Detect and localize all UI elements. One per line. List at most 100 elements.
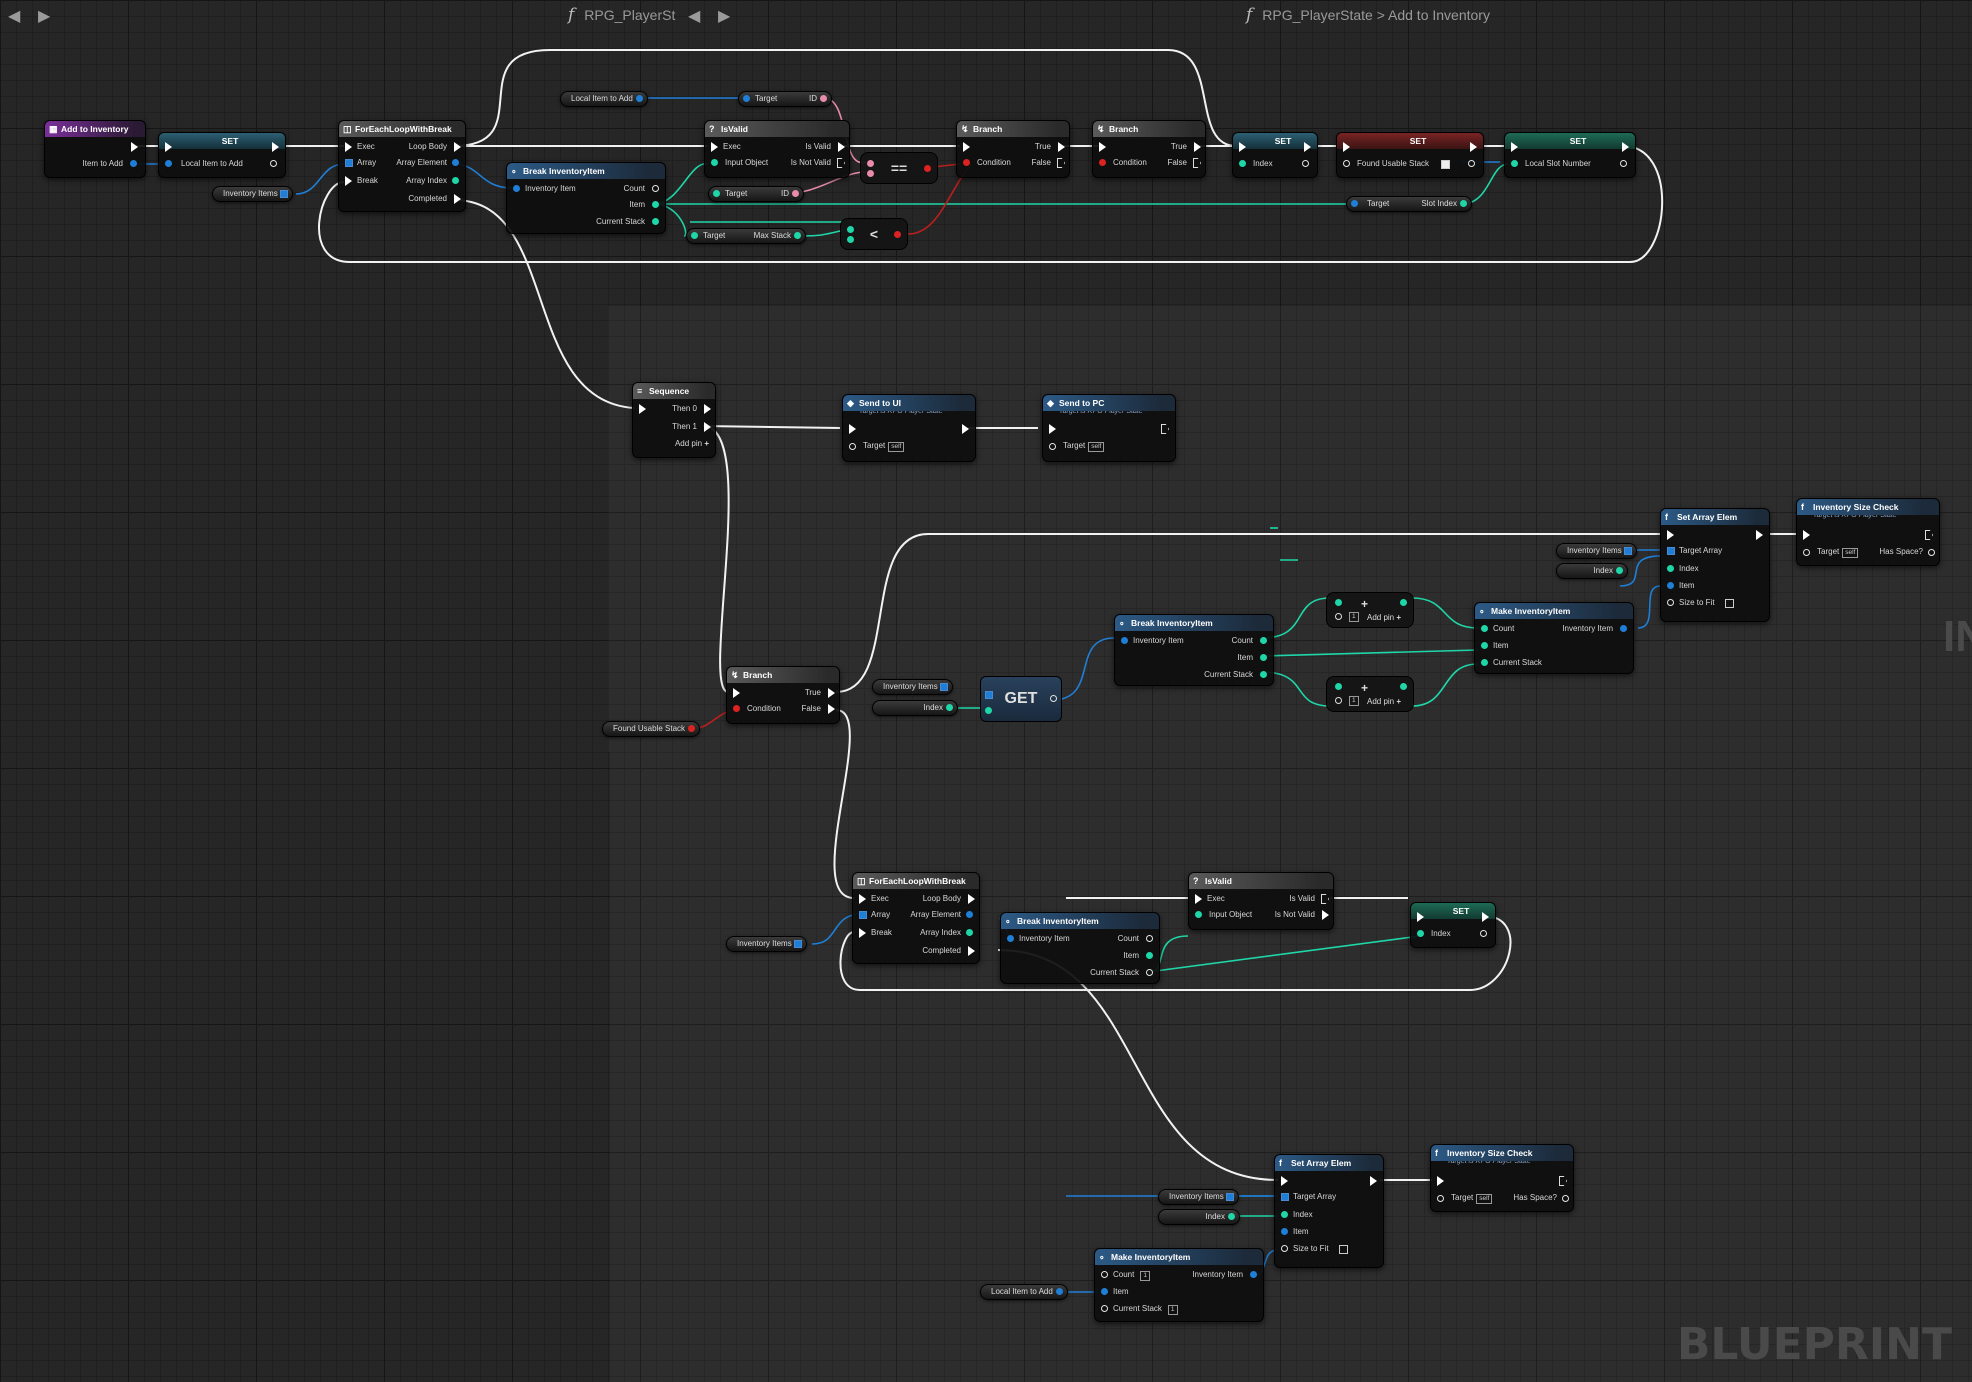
index-out-pin[interactable] [1480,930,1487,937]
count-out-pin[interactable] [1146,935,1153,942]
exec-in-pin[interactable] [1049,424,1056,434]
exec-in-pin[interactable] [849,424,856,434]
array-element-pin[interactable] [966,911,973,918]
exec-in-pin[interactable] [1195,894,1202,904]
array-get-node[interactable]: GET [980,676,1062,722]
exec-in-pin[interactable] [1281,1176,1288,1186]
input-object-pin[interactable] [711,159,718,166]
inventory-item-out-pin[interactable] [1250,1271,1257,1278]
a-in-pin[interactable] [867,160,874,167]
array-index-pin[interactable] [452,177,459,184]
set-index-node-2[interactable]: SET Index [1410,902,1496,948]
exec-in-pin[interactable] [165,142,172,152]
local-item-out-pin[interactable] [270,160,277,167]
array-in-pin[interactable] [859,911,867,919]
variable-out-pin[interactable] [1055,1288,1063,1295]
exec-out-pin[interactable] [1161,424,1169,434]
exec-in-pin[interactable] [1417,912,1424,922]
target-pin[interactable] [1049,443,1056,450]
exec-out-pin[interactable] [962,424,969,434]
loop-body-pin[interactable] [968,894,975,904]
variable-out-pin[interactable] [635,95,643,102]
item-out-pin[interactable] [1260,654,1267,661]
is-not-valid-pin[interactable] [1322,910,1329,920]
has-space-pin[interactable] [1928,549,1935,556]
true-pin[interactable] [828,688,835,698]
size-to-fit-checkbox[interactable] [1725,599,1734,608]
a-in-pin[interactable] [1335,599,1342,606]
true-pin[interactable] [1194,142,1201,152]
inventory-item-in-pin[interactable] [1007,935,1014,942]
variable-out-pin[interactable] [946,704,953,711]
breadcrumb-item-left[interactable]: RPG_PlayerSt [584,7,676,23]
target-in-pin[interactable] [1351,200,1358,207]
array-pin[interactable] [1623,547,1632,555]
then0-pin[interactable] [704,404,711,414]
item-out-pin[interactable] [1050,695,1057,702]
current-stack-in-pin[interactable] [1101,1305,1108,1312]
item-out-pin[interactable] [1146,952,1153,959]
is-valid-pin[interactable] [1321,894,1329,904]
break-inventory-item-node-3[interactable]: ∘Break InventoryItem Inventory Item Coun… [1000,912,1160,984]
condition-pin[interactable] [1099,159,1106,166]
found-usable-out-pin[interactable] [1468,160,1475,167]
local-item-variable-2[interactable]: Local Item to Add [980,1284,1068,1300]
foreach-loop-node-2[interactable]: ◫ForEachLoopWithBreak Exec Array Break L… [852,872,980,964]
sequence-node[interactable]: ≡Sequence Then 0 Then 1 Add pin + [632,382,716,458]
current-stack-out-pin[interactable] [652,218,659,225]
set-index-node[interactable]: SET Index [1232,132,1318,178]
completed-pin[interactable] [968,946,975,956]
exec-in-pin[interactable] [1099,142,1106,152]
set-local-item-node[interactable]: SET Local Item to Add [158,132,286,178]
inventory-item-in-pin[interactable] [1121,637,1128,644]
exec-out-pin[interactable] [1756,530,1763,540]
found-usable-in-pin[interactable] [1343,160,1350,167]
current-stack-out-pin[interactable] [1260,671,1267,678]
id-out-pin[interactable] [792,190,799,197]
exec-in-pin[interactable] [1511,142,1518,152]
b-in-pin[interactable] [847,236,854,243]
b-in-pin[interactable] [1335,697,1342,704]
break-in-pin[interactable] [859,928,866,938]
add-pin-label[interactable]: Add pin + [675,439,709,449]
target-pin[interactable] [1437,1195,1444,1202]
index-in-pin[interactable] [985,707,992,714]
current-stack-value-box[interactable]: 1 [1167,1305,1178,1315]
send-to-pc-node[interactable]: ◆Send to PC Target is RPG Player State T… [1042,394,1176,462]
max-stack-out-pin[interactable] [794,232,801,239]
target-array-pin[interactable] [1281,1193,1289,1201]
array-pin[interactable] [279,190,288,198]
b-value-box[interactable]: 1 [1349,612,1359,622]
exec-out-pin[interactable] [1470,142,1477,152]
exec-in-pin[interactable] [639,404,646,414]
array-pin[interactable] [1225,1193,1234,1201]
add-pin-label[interactable]: Add pin + [1367,697,1401,706]
exec-in-pin[interactable] [963,142,970,152]
false-pin[interactable] [1057,158,1065,168]
target-in-pin[interactable] [743,95,750,102]
branch-node[interactable]: ↯Branch Condition True False [956,120,1070,178]
target-in-pin[interactable] [713,190,720,197]
branch-node-2[interactable]: ↯Branch Condition True False [1092,120,1206,178]
a-in-pin[interactable] [1335,683,1342,690]
index-variable-3[interactable]: Index [1158,1209,1240,1225]
add-node-1[interactable]: 1 + Add pin + [1326,592,1414,628]
index-pin[interactable] [1667,565,1674,572]
current-stack-out-pin[interactable] [1146,969,1153,976]
then1-pin[interactable] [704,422,711,432]
variable-out-pin[interactable] [1616,567,1623,574]
exec-in-pin[interactable] [859,894,866,904]
index-in-pin[interactable] [1239,160,1246,167]
array-in-pin[interactable] [985,691,993,699]
add-to-inventory-node[interactable]: ▦Add to Inventory Item to Add [44,120,146,178]
b-in-pin[interactable] [867,170,874,177]
send-to-ui-node[interactable]: ◆Send to UI Target is RPG Player State T… [842,394,976,462]
inventory-item-out-pin[interactable] [1620,625,1627,632]
count-value-box[interactable]: 1 [1140,1271,1150,1281]
size-to-fit-pin[interactable] [1281,1245,1288,1252]
